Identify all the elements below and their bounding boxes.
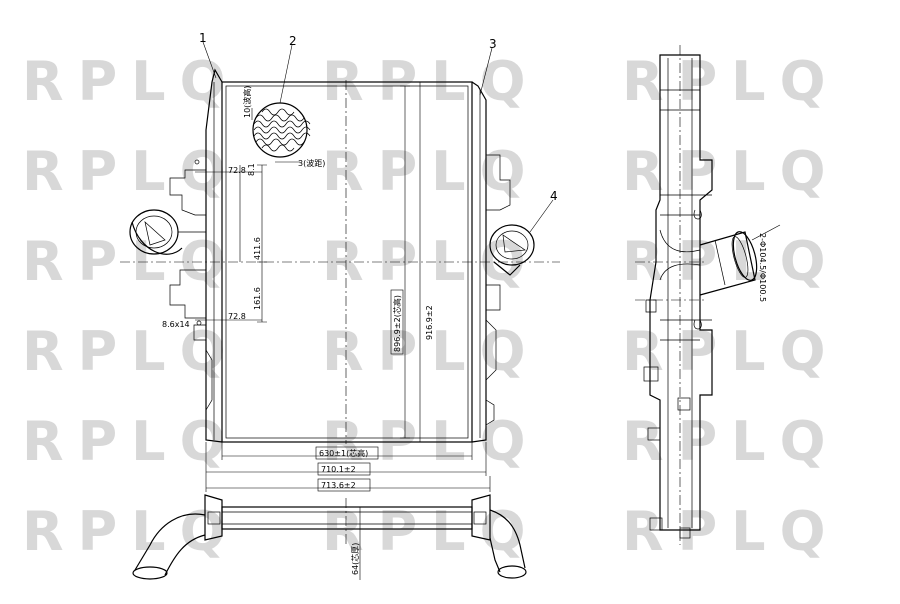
side-lower-arch	[693, 319, 702, 330]
callout-1: 1	[199, 31, 207, 45]
right-outlet-pipe	[489, 224, 535, 276]
side-dim-leader	[751, 224, 781, 241]
side-mount-bottom-left	[649, 517, 663, 531]
watermark: RPLQ	[22, 410, 239, 473]
dim-box-713	[317, 478, 371, 492]
watermark: RPLQ	[622, 320, 839, 383]
dim-label-916-9: 916.9±2	[425, 305, 434, 340]
dim-line-core-width	[221, 442, 473, 460]
dim-label-411-6: 411.6	[253, 237, 262, 260]
side-lower-bracket	[660, 319, 712, 341]
dim-line-core-thickness	[355, 506, 365, 580]
side-mount-mid	[677, 397, 691, 411]
side-outlet-port-inner	[731, 236, 749, 278]
dim-label-710: 710.1±2	[321, 465, 356, 474]
dim-box-710	[317, 462, 371, 476]
dim-label-diameter: 2-Φ104.5/Φ100.5	[758, 233, 767, 302]
bottom-left-flange	[207, 511, 221, 525]
dim-line-width-713	[205, 476, 491, 492]
dim-line-core-height	[400, 85, 410, 439]
watermark: RPLQ	[622, 500, 839, 563]
watermark: RPLQ	[622, 140, 839, 203]
bottom-left-elbow	[134, 513, 206, 571]
side-outlet-pipe	[699, 231, 756, 296]
bottom-right-elbow-inner	[489, 537, 501, 573]
front-view: 1 2 3 4 10(波高) 3(波距) 72.8 8.1 411.6 161.…	[120, 31, 560, 492]
dim-label-8-1: 8.1	[247, 163, 256, 176]
side-outlet-band	[714, 239, 726, 286]
watermark: RPLQ	[22, 230, 239, 293]
watermark: RPLQ	[322, 140, 539, 203]
dim-label-630: 630±1(芯高)	[319, 448, 368, 458]
right-tank	[471, 81, 487, 443]
side-flow-curve-lower	[659, 263, 701, 281]
watermark: RPLQ	[322, 320, 539, 383]
dim-label-713: 713.6±2	[321, 481, 356, 490]
left-inlet-pipe	[129, 209, 206, 255]
side-flow-curve-upper	[659, 229, 701, 253]
side-upper-bracket	[660, 194, 712, 216]
watermark: RPLQ	[622, 410, 839, 473]
bottom-right-elbow	[489, 509, 526, 569]
dim-label-161-6: 161.6	[253, 287, 262, 310]
bottom-view: 64(芯厚)	[132, 494, 527, 580]
bottom-right-flange	[473, 511, 487, 525]
mount-hole	[194, 159, 200, 165]
dim-line-width-710	[205, 442, 487, 476]
callout-3: 3	[489, 37, 497, 51]
right-tank-tab	[485, 399, 495, 426]
callout-leader-4	[529, 199, 554, 233]
bottom-left-tank	[204, 494, 223, 541]
callout-leader-3	[479, 47, 493, 96]
bottom-left-port	[132, 566, 168, 580]
dim-label-896-9: 896.9±2(芯高)	[392, 295, 402, 352]
watermark: RPLQ	[622, 230, 839, 293]
core-outline	[221, 81, 473, 443]
right-tank-rib	[485, 319, 497, 381]
dim-line-mounts	[257, 164, 267, 323]
dim-label-8-6x14: 8.6x14	[162, 320, 190, 329]
left-bracket-lower	[169, 269, 206, 319]
watermark: RPLQ	[322, 230, 539, 293]
dim-label-72-bottom: 72.8	[228, 312, 246, 321]
side-mount-lower	[647, 427, 661, 441]
watermark: RPLQ	[22, 140, 239, 203]
dim-label-fin-pitch: 3(波距)	[298, 158, 325, 168]
side-mount-upper	[643, 366, 659, 382]
watermark: RPLQ	[22, 320, 239, 383]
watermark: RPLQ	[622, 50, 839, 113]
side-tab	[645, 299, 657, 313]
side-top-lines	[660, 89, 700, 111]
fin-detail	[251, 102, 311, 163]
left-tank-rib	[205, 349, 213, 411]
side-mount-bottom-right	[679, 527, 691, 539]
callout-leader-1	[202, 41, 217, 79]
callout-4: 4	[550, 189, 558, 203]
left-tank	[205, 68, 223, 443]
side-outlet-port	[732, 231, 758, 281]
callout-leader-2	[279, 44, 293, 104]
right-bracket-lower	[486, 284, 501, 311]
side-body-outline	[649, 54, 713, 531]
watermark: RPLQ	[22, 50, 239, 113]
left-bracket-upper	[169, 169, 206, 216]
right-bracket-upper	[486, 154, 511, 211]
callout-2: 2	[289, 34, 297, 48]
dim-box-630	[315, 446, 379, 460]
watermark: RPLQ	[22, 500, 239, 563]
bottom-right-port	[497, 565, 527, 579]
side-upper-arch	[693, 209, 702, 220]
bottom-core-lines	[222, 511, 472, 525]
dim-label-64: 64(芯厚)	[350, 543, 360, 575]
mount-hole	[196, 320, 202, 326]
bottom-left-elbow-inner	[164, 534, 206, 576]
dim-label-fin-height: 10(波高)	[242, 86, 252, 118]
dim-line-overall-height	[415, 81, 425, 443]
dim-box-896	[390, 289, 404, 355]
side-view: 2-Φ104.5/Φ100.5	[635, 45, 781, 545]
dim-label-72-top: 72.8	[228, 166, 246, 175]
